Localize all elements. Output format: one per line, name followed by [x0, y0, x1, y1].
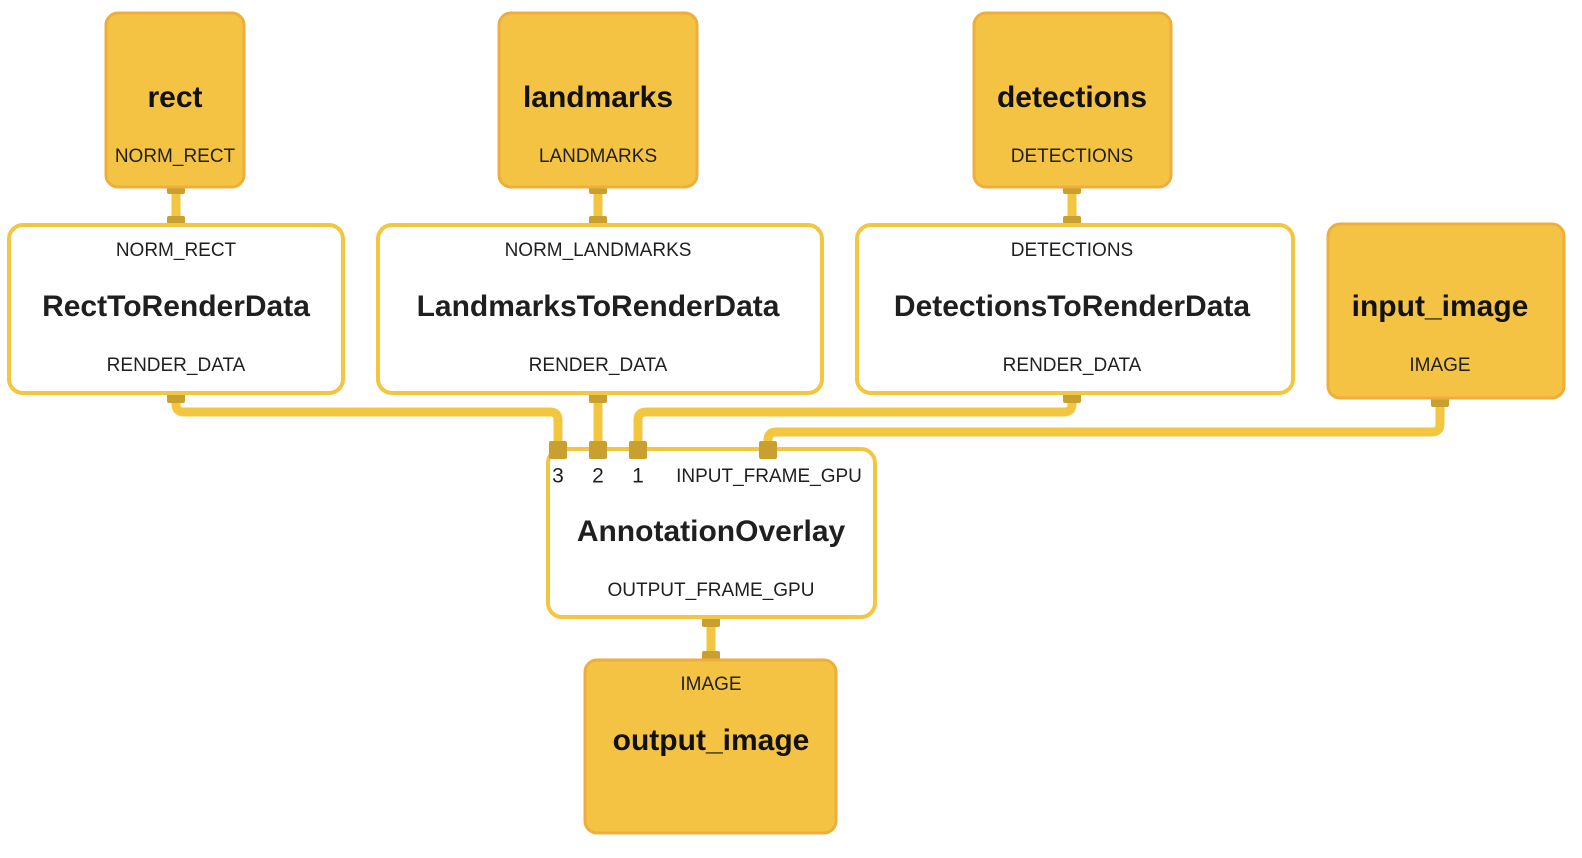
- node-annotation-overlay-input-port-label-2: 2: [592, 465, 604, 488]
- node-rect-to-render-data-input-port-label: NORM_RECT: [116, 240, 237, 261]
- node-detections-to-render-data-title: DetectionsToRenderData: [894, 290, 1250, 323]
- edge-detectionstorenderdata-to-overlay-1[interactable]: [633, 393, 1077, 452]
- node-annotation-overlay-body[interactable]: [546, 447, 877, 619]
- node-input-image[interactable]: input_image IMAGE: [1326, 222, 1566, 400]
- node-landmarks-to-render-data-body[interactable]: [376, 223, 824, 395]
- node-input-image-output-port-label: IMAGE: [1409, 355, 1470, 376]
- node-landmarks-body[interactable]: [497, 11, 699, 189]
- node-detections-to-render-data-output-port-label: RENDER_DATA: [1003, 355, 1142, 376]
- node-landmarks-title: landmarks: [523, 81, 673, 114]
- node-output-image-body[interactable]: [583, 658, 838, 835]
- node-annotation-overlay-title: AnnotationOverlay: [577, 515, 846, 548]
- node-rect-output-port-label: NORM_RECT: [115, 146, 236, 167]
- node-input-image-body[interactable]: [1326, 222, 1566, 400]
- node-output-image[interactable]: IMAGE output_image: [583, 658, 838, 835]
- node-output-image-title: output_image: [613, 724, 810, 757]
- port-layer-overlay-inputs: [549, 441, 777, 459]
- node-annotation-overlay[interactable]: 3 2 1 INPUT_FRAME_GPU AnnotationOverlay …: [546, 447, 877, 619]
- node-landmarks[interactable]: landmarks LANDMARKS: [497, 11, 699, 189]
- node-landmarks-to-render-data-output-port-label: RENDER_DATA: [529, 355, 668, 376]
- node-detections-to-render-data-input-port-label: DETECTIONS: [1011, 240, 1133, 261]
- node-rect-title: rect: [147, 81, 202, 114]
- node-landmarks-to-render-data-input-port-label: NORM_LANDMARKS: [505, 240, 692, 261]
- node-rect-to-render-data-output-port-label: RENDER_DATA: [107, 355, 246, 376]
- node-rect-to-render-data[interactable]: NORM_RECT RectToRenderData RENDER_DATA: [7, 223, 345, 395]
- node-rect[interactable]: rect NORM_RECT: [104, 11, 246, 189]
- node-detections-to-render-data[interactable]: DETECTIONS DetectionsToRenderData RENDER…: [855, 223, 1295, 395]
- node-annotation-overlay-input-port-label-input-frame-gpu: INPUT_FRAME_GPU: [676, 466, 862, 487]
- node-detections-to-render-data-body[interactable]: [855, 223, 1295, 395]
- port-overlay-input-frame-gpu[interactable]: [759, 441, 777, 459]
- node-detections-output-port-label: DETECTIONS: [1011, 146, 1133, 167]
- node-rect-to-render-data-title: RectToRenderData: [42, 290, 310, 323]
- node-input-image-title: input_image: [1352, 290, 1529, 323]
- node-detections-title: detections: [997, 81, 1147, 114]
- node-detections-body[interactable]: [972, 11, 1173, 189]
- node-annotation-overlay-output-port-label: OUTPUT_FRAME_GPU: [608, 580, 815, 601]
- port-overlay-input-3[interactable]: [549, 441, 567, 459]
- node-annotation-overlay-input-port-label-1: 1: [632, 465, 644, 488]
- port-overlay-input-1[interactable]: [629, 441, 647, 459]
- edge-recttorenderdata-to-overlay-3[interactable]: [171, 393, 563, 452]
- node-landmarks-to-render-data[interactable]: NORM_LANDMARKS LandmarksToRenderData REN…: [376, 223, 824, 395]
- node-rect-to-render-data-body[interactable]: [7, 223, 345, 395]
- node-output-image-input-port-label: IMAGE: [680, 674, 741, 695]
- node-landmarks-output-port-label: LANDMARKS: [539, 146, 657, 167]
- node-detections[interactable]: detections DETECTIONS: [972, 11, 1173, 189]
- node-landmarks-to-render-data-title: LandmarksToRenderData: [417, 290, 780, 323]
- edge-inputimage-to-overlay-inputframe[interactable]: [763, 398, 1445, 452]
- port-overlay-input-2[interactable]: [589, 441, 607, 459]
- node-rect-body[interactable]: [104, 11, 246, 189]
- node-annotation-overlay-input-port-label-3: 3: [552, 465, 564, 488]
- edge-layer: [171, 183, 1445, 664]
